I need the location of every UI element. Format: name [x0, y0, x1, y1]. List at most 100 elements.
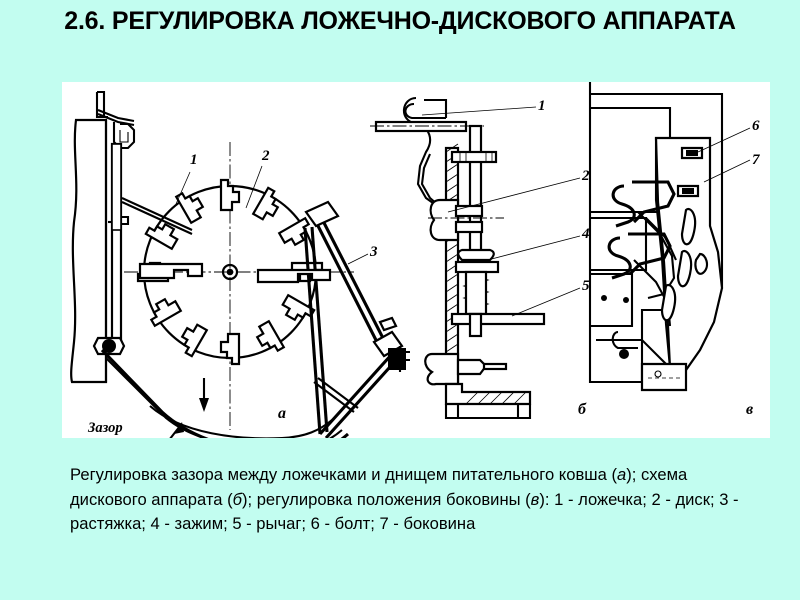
brace-bar-2 [303, 227, 322, 435]
upper-flange-hatch [459, 152, 493, 162]
caption-marker-b: б [232, 489, 242, 509]
hopper-wall [70, 118, 108, 384]
brace-turnbuckle [372, 330, 404, 358]
callout-1a-leader [175, 171, 191, 205]
caption-paren-open: ( [611, 465, 617, 484]
spoon-blade-c [637, 211, 676, 300]
lower-tray-hole [654, 370, 662, 378]
spoon [251, 186, 280, 221]
brace-top-lug [304, 200, 340, 228]
brace-bar-1 [312, 217, 382, 349]
hopper-bottom-outer [100, 348, 350, 438]
panel-hole [694, 252, 709, 275]
adjust-bar-upper [111, 143, 122, 231]
spoon [180, 323, 209, 358]
upper-flange [450, 150, 498, 164]
caption-line-1: Регулировка зазора между ложечками и дни… [70, 465, 607, 484]
disk-hub-b [429, 198, 460, 242]
caption-line-2: (а); схема дискового аппарата (б); регул… [70, 465, 687, 509]
caption-paren-close: ): [539, 489, 550, 509]
callout-3a-label: 3 [369, 244, 378, 260]
spoon [277, 216, 311, 247]
panel-slot-2 [676, 249, 693, 288]
caption-line-4: боковина [403, 514, 476, 533]
subfigure-b: 1 2 4 5 б [370, 96, 590, 420]
base-foot-right [516, 404, 532, 420]
lower-bearing-pin [482, 362, 508, 371]
spoon [149, 297, 183, 328]
brace-bar-3b [324, 356, 400, 438]
callout-5b-leader [511, 287, 581, 317]
brace-nut [378, 316, 398, 332]
hub-collar-upper [454, 204, 484, 218]
body-rivet-2 [623, 297, 629, 303]
bolt-shank-2 [682, 188, 694, 194]
caption-line-3: 1 - ложечка; 2 - диск; 3 - растяжка; 4 -… [70, 489, 739, 534]
figure-caption: Регулировка зазора между ложечками и дни… [70, 463, 742, 537]
callout-5b-label: 5 [582, 278, 590, 294]
callout-3a-leader [347, 253, 369, 265]
link-rod-upper-b [121, 201, 193, 235]
caption-mid-1: ); схема дискового аппарата ( [70, 465, 688, 509]
callout-2b-leader [447, 177, 581, 213]
lower-bearing-cap [456, 358, 488, 376]
lower-tray-panel [640, 362, 688, 392]
brace-bar-1b [318, 214, 388, 345]
rod-hook-inner [119, 130, 129, 143]
pivot-pin [102, 339, 116, 353]
callout-1b-leader [421, 106, 537, 116]
clamp-top [457, 248, 495, 262]
callout-2a-leader [245, 165, 263, 209]
subfigure-a: Зазор 1 2 3 а [70, 90, 410, 438]
base-foot-left [444, 404, 460, 420]
spoon [219, 332, 241, 366]
scraper-blade-right [256, 268, 332, 284]
spoon-hook-top [404, 102, 446, 120]
spoon-arm-c1 [632, 180, 676, 224]
subfigure-marker-a: а [278, 405, 286, 422]
callout-7c-label: 7 [752, 152, 760, 168]
caption-marker-a: а [617, 465, 627, 484]
panel-slot-1 [680, 207, 697, 246]
figure-svg: Зазор 1 2 3 а [70, 82, 760, 438]
spring-bounds [464, 270, 488, 316]
adjust-bar-lug [121, 215, 130, 226]
spoon-hook-c1 [611, 184, 636, 228]
bolt-shank [686, 150, 698, 156]
subfigure-c: 6 7 в [588, 82, 760, 418]
brace-bar-3 [318, 352, 394, 436]
brace-cross-b [317, 377, 359, 409]
caption-mid-2: ); регулировка положения боковины ( [241, 489, 531, 509]
gap-label: Зазор [87, 420, 123, 436]
spoon-top-flange [424, 98, 448, 118]
hopper-bottom-inner [105, 357, 343, 438]
scraper-blade-left [138, 262, 204, 280]
spoon-blade-c2 [645, 217, 677, 261]
callout-2b-label: 2 [581, 168, 590, 184]
callout-4b-label: 4 [581, 226, 590, 242]
gap-leader-arrow [174, 422, 184, 434]
hub-collar-lower [454, 220, 484, 234]
caption-marker-c: в [530, 489, 540, 509]
brace-bar-2b [310, 226, 329, 433]
callout-4b-leader [479, 235, 581, 263]
callout-6c-leader [697, 127, 751, 153]
spoon-hook-c2 [607, 236, 632, 280]
hopper-bottom-inner2 [149, 405, 333, 438]
spoon [255, 319, 286, 353]
shaft-horizontal [374, 120, 468, 133]
lower-tray-pin [619, 349, 629, 359]
callout-2a-label: 2 [261, 148, 270, 164]
spoon [219, 178, 241, 212]
base-plate-hatch [465, 391, 527, 405]
spoon [144, 222, 179, 251]
body-rivet-1 [601, 295, 607, 301]
page-title: 2.6. РЕГУЛИРОВКА ЛОЖЕЧНО-ДИСКОВОГО АППАР… [64, 7, 736, 35]
adjust-rod-top-2 [97, 90, 106, 117]
gap-leader-line [169, 425, 181, 438]
gap-arrow-head [199, 398, 209, 412]
machine-body-inner-panel2 [590, 216, 648, 272]
adjust-rod-arm [97, 109, 135, 123]
subfigure-marker-b: б [578, 401, 587, 418]
lower-bearing [424, 352, 460, 386]
